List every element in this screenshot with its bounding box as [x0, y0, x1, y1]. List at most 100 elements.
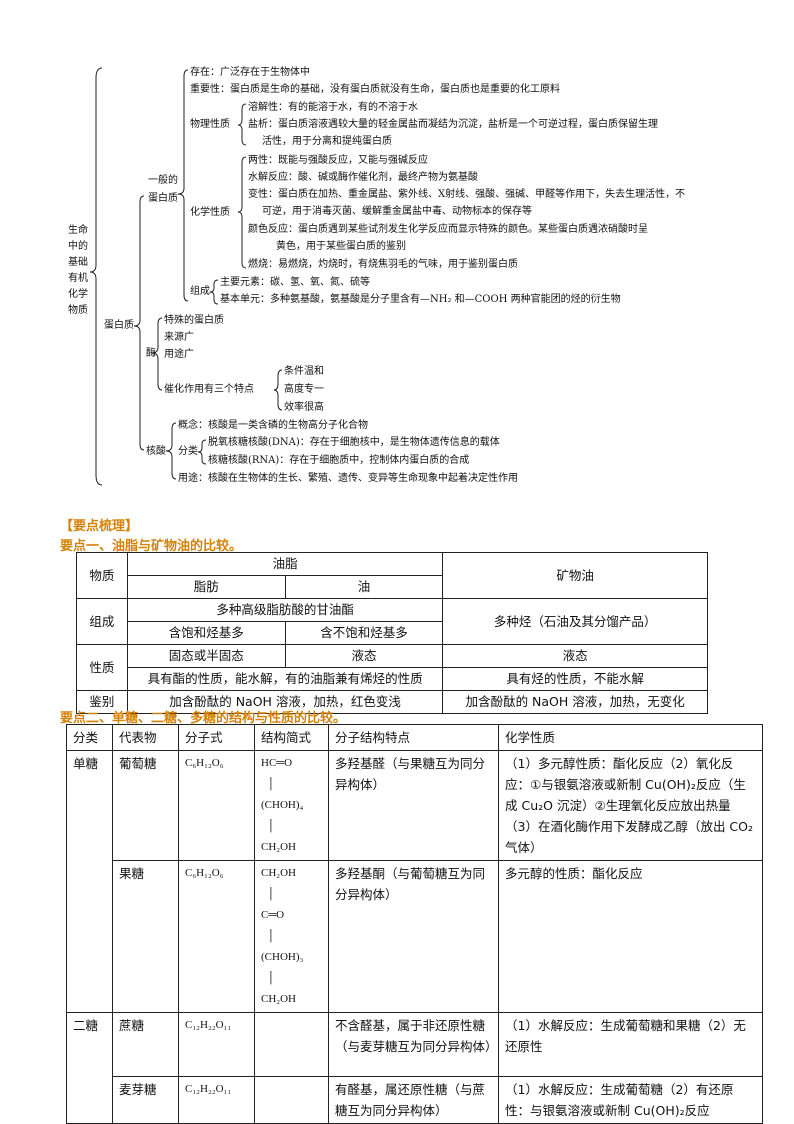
- cell-sucrose-feature: 不含醛基，属于非还原性糖（与麦芽糖互为同分异构体）: [328, 1012, 499, 1077]
- tree-burning: 燃烧：易燃烧，灼烧时，有烧焦羽毛的气味，用于鉴别蛋白质: [248, 259, 518, 270]
- brace-composition: [209, 279, 219, 305]
- tree-denature-2: 可逆，用于消毒灭菌、缓解重金属盐中毒、动物标本的保存等: [262, 206, 532, 217]
- cell-glucose-structure: HC═O │ (CHOH)₄ │ CH₂OH: [254, 750, 329, 861]
- tree-color-1: 颜色反应：蛋白质遇到某些试剂发生化学反应而显示特殊的颜色。某些蛋白质遇浓硝酸时呈: [248, 224, 648, 235]
- header-substance: 物质: [76, 552, 128, 599]
- tree-source: 来源广: [164, 332, 194, 343]
- cell-disaccharide: 二糖: [66, 1012, 113, 1124]
- cell-fructose: 果糖: [112, 860, 179, 1013]
- cell-maltose: 麦芽糖: [112, 1076, 179, 1124]
- cell-glucose-chemistry: （1）多元醇性质：酯化反应（2）氧化反应：①与银氨溶液或新制 Cu(OH)₂反应…: [498, 750, 763, 861]
- row-property: 性质: [76, 644, 128, 691]
- glucose-struct-line: │: [267, 820, 275, 832]
- cell-comp-mineral: 多种烃（石油及其分馏产品）: [442, 598, 708, 645]
- tree-enzyme-label: 酶: [146, 348, 156, 359]
- cell-glucose: 葡萄糖: [112, 750, 179, 861]
- header-feature: 分子结构特点: [328, 724, 499, 751]
- tree-dna: 脱氧核糖核酸(DNA)：存在于细胞核中，是生物体遗传信息的载体: [208, 437, 500, 448]
- tree-root-label: 生命中的基础有机化学物质: [68, 225, 88, 316]
- cell-sucrose-chemistry: （1）水解反应：生成葡萄糖和果糖（2）无还原性: [498, 1012, 763, 1077]
- tree-composition-label: 组成: [190, 286, 210, 297]
- tree-exist: 存在：广泛存在于生物体中: [190, 67, 310, 78]
- point2-title: 要点二、单糖、二糖、多糖的结构与性质的比较。: [60, 711, 347, 726]
- cell-sucrose: 蔗糖: [112, 1012, 179, 1077]
- tree-color-2: 黄色，用于某些蛋白质的鉴别: [276, 241, 406, 252]
- section-heading: 【要点梳理】: [60, 519, 139, 534]
- tree-concept: 概念：核酸是一类含磷的生物高分子化合物: [178, 420, 368, 431]
- tree-protein-label: 蛋白质: [104, 320, 134, 331]
- fat-vs-mineral-table: 物质 油脂 矿物油 脂肪 油 组成 多种高级脂肪酸的甘油酯 多种烃（石油及其分馏…: [76, 552, 708, 714]
- cell-comp-oil: 含不饱和烃基多: [284, 621, 444, 645]
- tree-solubility: 溶解性：有的能溶于水，有的不溶于水: [248, 102, 418, 113]
- brace-enzyme: [151, 317, 163, 391]
- tree-general-label: 一般的蛋白质: [148, 175, 178, 204]
- header-category: 分类: [66, 724, 113, 751]
- brace-catalysis: [273, 369, 283, 411]
- tree-rna: 核糖核酸(RNA)：存在于细胞质中，控制体内蛋白质的合成: [208, 455, 470, 466]
- tree-catalysis: 催化作用有三个特点: [164, 384, 254, 395]
- row-composition: 组成: [76, 598, 128, 645]
- header-chemistry: 化学性质: [498, 724, 763, 751]
- tree-hydrolysis: 水解反应：酸、碱或酶作催化剂，最终产物为氨基酸: [248, 172, 478, 183]
- cell-maltose-chemistry: （1）水解反应：生成葡萄糖（2）有还原性：与银氨溶液或新制 Cu(OH)₂反应: [498, 1076, 763, 1124]
- cell-prop-fat-oil: 具有酯的性质，能水解，有的油脂兼有烯烃的性质: [126, 667, 444, 691]
- sugars-table: 分类 代表物 分子式 结构简式 分子结构特点 化学性质 单糖 葡萄糖 C₆H₁₂…: [66, 724, 763, 1124]
- tree-mild: 条件温和: [284, 366, 324, 377]
- cell-prop-mineral2: 具有烃的性质，不能水解: [442, 667, 708, 691]
- cell-fructose-structure: CH₂OH │ C═O │ (CHOH)₃ │ CH₂OH: [254, 860, 329, 1013]
- cell-fructose-feature: 多羟基酮（与葡萄糖互为同分异构体）: [328, 860, 499, 1013]
- tree-nucleic-label: 核酸: [146, 446, 166, 457]
- cell-prop-oil: 液态: [284, 644, 444, 668]
- point1-title: 要点一、油脂与矿物油的比较。: [60, 539, 243, 554]
- brace-physical: [237, 103, 247, 146]
- tree-amphoteric: 两性：既能与强酸反应，又能与强碱反应: [248, 155, 428, 166]
- cell-sucrose-structure: [254, 1012, 329, 1077]
- tree-physical-label: 物理性质: [190, 119, 230, 130]
- cell-fructose-formula: C₆H₁₂O₆: [178, 860, 255, 1013]
- cell-fructose-chemistry: 多元醇的性质：酯化反应: [498, 860, 763, 1013]
- tree-usage: 用途广: [164, 349, 194, 360]
- fructose-struct-line: CH₂OH: [261, 867, 297, 879]
- cell-glucose-feature: 多羟基醛（与果糖互为同分异构体）: [328, 750, 499, 861]
- tree-elements: 主要元素：碳、氢、氧、氮、硫等: [220, 277, 370, 288]
- brace-chemical: [237, 156, 247, 269]
- tree-unit: 基本单元：多种氨基酸，氨基酸是分子里含有—NH₂ 和—COOH 两种官能团的烃的…: [220, 294, 621, 305]
- glucose-struct-line: HC═O: [261, 757, 293, 769]
- cell-comp-fat: 含饱和烃基多: [126, 621, 286, 645]
- header-representative: 代表物: [112, 724, 179, 751]
- fructose-struct-line: │: [267, 888, 275, 900]
- tree-efficient: 效率很高: [284, 402, 324, 413]
- tree-purpose: 用途：核酸在生物体的生长、繁殖、遗传、变异等生命现象中起着决定性作用: [178, 473, 518, 484]
- glucose-struct-line: │: [267, 778, 275, 790]
- glucose-struct-line: CH₂OH: [261, 841, 297, 853]
- brace-root: [89, 67, 103, 486]
- header-fat-oil: 油脂: [126, 552, 444, 576]
- row-identify: 鉴别: [76, 690, 128, 714]
- brace-protein: [133, 195, 145, 451]
- tree-braces: [89, 67, 283, 486]
- cell-prop-fat: 固态或半固态: [126, 644, 286, 668]
- cell-monosaccharide: 单糖: [66, 750, 113, 1013]
- tree-importance: 重要性：蛋白质是生命的基础，没有蛋白质就没有生命，蛋白质也是重要的化工原料: [190, 84, 560, 95]
- fructose-struct-line: │: [267, 972, 275, 984]
- brace-classify: [197, 439, 207, 465]
- fructose-struct-line: CH₂OH: [261, 993, 297, 1005]
- cell-glucose-formula: C₆H₁₂O₆: [178, 750, 255, 861]
- cell-prop-mineral: 液态: [442, 644, 708, 668]
- cell-maltose-structure: [254, 1076, 329, 1124]
- tree-salting-1: 盐析：蛋白质溶液遇较大量的轻金属盐而凝结为沉淀，盐析是一个可逆过程，蛋白质保留生…: [248, 119, 658, 130]
- cell-sucrose-formula: C₁₂H₂₂O₁₁: [178, 1012, 255, 1077]
- fructose-struct-line: │: [267, 930, 275, 942]
- glucose-struct-line: (CHOH)₄: [261, 799, 304, 811]
- header-mineral-oil: 矿物油: [442, 552, 708, 599]
- brace-nucleic: [165, 422, 177, 480]
- header-structure: 结构简式: [254, 724, 329, 751]
- fructose-struct-line: (CHOH)₃: [261, 951, 304, 963]
- cell-ident-fat-oil: 加含酚酞的 NaOH 溶液，加热，红色变浅: [126, 690, 444, 714]
- cell-comp-fat-oil: 多种高级脂肪酸的甘油酯: [126, 598, 444, 622]
- cell-ident-mineral: 加含酚酞的 NaOH 溶液，加热，无变化: [442, 690, 708, 714]
- fructose-struct-line: C═O: [261, 909, 285, 921]
- header-formula: 分子式: [178, 724, 255, 751]
- tree-denature-1: 变性：蛋白质在加热、重金属盐、紫外线、X射线、强酸、强碱、甲醛等作用下，失去生理…: [248, 189, 686, 200]
- tree-salting-2: 活性，用于分离和提纯蛋白质: [262, 136, 392, 147]
